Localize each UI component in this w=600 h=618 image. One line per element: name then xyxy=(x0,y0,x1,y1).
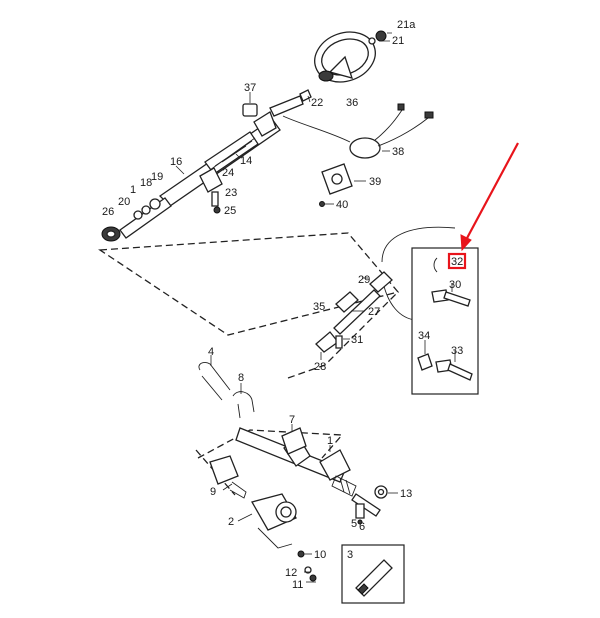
shaft-27 xyxy=(333,289,381,335)
label-17: 1 xyxy=(130,184,136,196)
highlight-arrow-shaft xyxy=(465,142,519,241)
dashed-outline-upper xyxy=(98,232,400,336)
part-labels: 21a 21 22 36 37 14 16 24 23 25 19 18 1 2… xyxy=(102,19,463,591)
column-bracket-24 xyxy=(199,167,223,193)
label-23: 23 xyxy=(225,187,237,199)
bolt-25 xyxy=(213,206,221,214)
label-11: 11 xyxy=(292,579,303,591)
leader-lines xyxy=(175,32,456,583)
dashed-outline-middle xyxy=(287,291,399,379)
label-40: 40 xyxy=(336,199,348,211)
label-25: 25 xyxy=(224,205,236,217)
steering-column xyxy=(158,95,304,207)
screw-40 xyxy=(319,201,325,207)
column-shaft-lower xyxy=(119,197,172,239)
label-12: 12 xyxy=(285,567,297,579)
sleeve-35 xyxy=(335,291,359,313)
joint-29 xyxy=(369,271,393,293)
steering-wheel xyxy=(314,31,376,83)
label-24: 24 xyxy=(222,167,234,179)
curve-guide-2 xyxy=(382,281,416,321)
label-1: 1 xyxy=(327,435,333,447)
label-21a: 21a xyxy=(397,19,416,31)
label-18: 18 xyxy=(140,177,152,189)
label-28: 28 xyxy=(314,361,326,373)
label-32: 32 xyxy=(451,256,463,268)
nut-22 xyxy=(299,89,312,102)
label-36: 36 xyxy=(346,97,358,109)
highlight-box xyxy=(447,252,467,270)
label-30: 30 xyxy=(449,279,461,291)
bearing-26 xyxy=(101,226,121,242)
tie-rod-end xyxy=(351,485,388,517)
label-10: 10 xyxy=(314,549,326,561)
switch-38 xyxy=(349,103,434,159)
label-20: 20 xyxy=(118,196,130,208)
label-13: 13 xyxy=(400,488,412,500)
label-35: 35 xyxy=(313,301,325,313)
switch-39 xyxy=(321,163,353,195)
boot-7 xyxy=(281,427,307,455)
bolt-23 xyxy=(211,191,219,207)
label-14: 14 xyxy=(240,155,252,167)
label-33: 33 xyxy=(451,345,463,357)
label-4: 4 xyxy=(208,346,214,358)
label-37: 37 xyxy=(244,82,256,94)
dashed-outline-lower-left xyxy=(195,449,236,496)
label-3: 3 xyxy=(347,549,353,561)
bolt-33 xyxy=(435,359,473,381)
label-39: 39 xyxy=(369,176,381,188)
label-9: 9 xyxy=(210,486,216,498)
wire-line xyxy=(282,115,351,143)
nut-34 xyxy=(417,353,433,371)
label-22: 22 xyxy=(311,97,323,109)
label-19: 19 xyxy=(151,171,163,183)
label-29: 29 xyxy=(358,274,370,286)
pin-32 xyxy=(433,257,438,273)
label-27: 27 xyxy=(368,306,380,318)
joint-28 xyxy=(315,331,339,353)
label-16: 16 xyxy=(170,156,182,168)
clamp-8 xyxy=(232,391,255,419)
highlight-arrow-head xyxy=(460,234,472,252)
steering-gear-2 xyxy=(251,493,297,549)
label-2: 2 xyxy=(228,516,234,528)
label-38: 38 xyxy=(392,146,404,158)
horn-cap xyxy=(368,30,387,45)
bracket-9 xyxy=(209,455,247,499)
label-8: 8 xyxy=(238,372,244,384)
label-6: 6 xyxy=(359,521,365,533)
u-clamp-4 xyxy=(198,361,231,401)
steering-rack xyxy=(235,427,357,497)
parts-5-6 xyxy=(355,503,365,525)
fasteners-10-11-12 xyxy=(297,550,317,582)
label-31: 31 xyxy=(351,334,363,346)
curve-guide xyxy=(381,226,456,263)
part-3 xyxy=(355,559,393,597)
label-21: 21 xyxy=(392,35,404,47)
label-34: 34 xyxy=(418,330,430,342)
bolt-31 xyxy=(335,335,343,349)
label-26: 26 xyxy=(102,206,114,218)
bolt-30 xyxy=(431,289,471,307)
label-7: 7 xyxy=(289,414,295,426)
label-5: 5 xyxy=(351,518,357,530)
